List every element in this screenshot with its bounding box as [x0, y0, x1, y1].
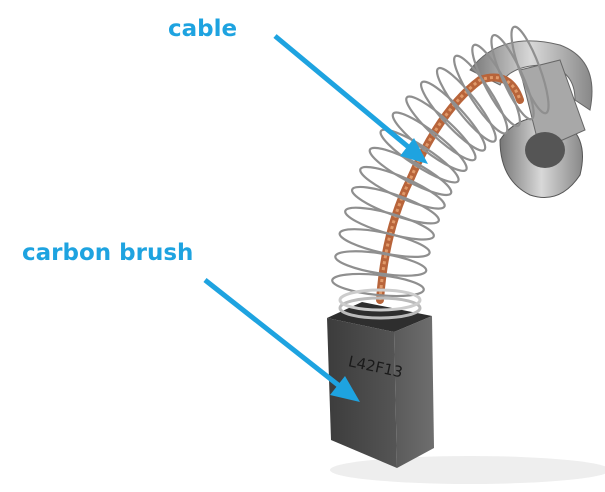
carbon-brush-block: L42F13 — [327, 288, 434, 468]
spring-coil — [359, 165, 446, 210]
spring-coil — [453, 54, 509, 135]
spring-coil — [419, 80, 487, 152]
spring — [331, 25, 550, 298]
shadow — [330, 456, 605, 484]
spring-coil — [368, 146, 453, 197]
cable-arrow — [273, 34, 428, 164]
spring-coil — [379, 128, 460, 184]
carbon-brush-arrow — [203, 278, 360, 402]
cable-label: cable — [168, 16, 238, 42]
spring-coil — [510, 25, 550, 115]
spring-coil — [405, 95, 477, 162]
carbon-brush-label: carbon brush — [22, 240, 194, 266]
spring-coil — [471, 43, 521, 128]
spring-coil — [435, 66, 497, 143]
spring-coil — [331, 272, 425, 298]
copper-strands — [378, 76, 522, 301]
spring-coil — [391, 111, 468, 172]
spring-coil — [350, 185, 440, 225]
metal-clip — [469, 40, 593, 198]
